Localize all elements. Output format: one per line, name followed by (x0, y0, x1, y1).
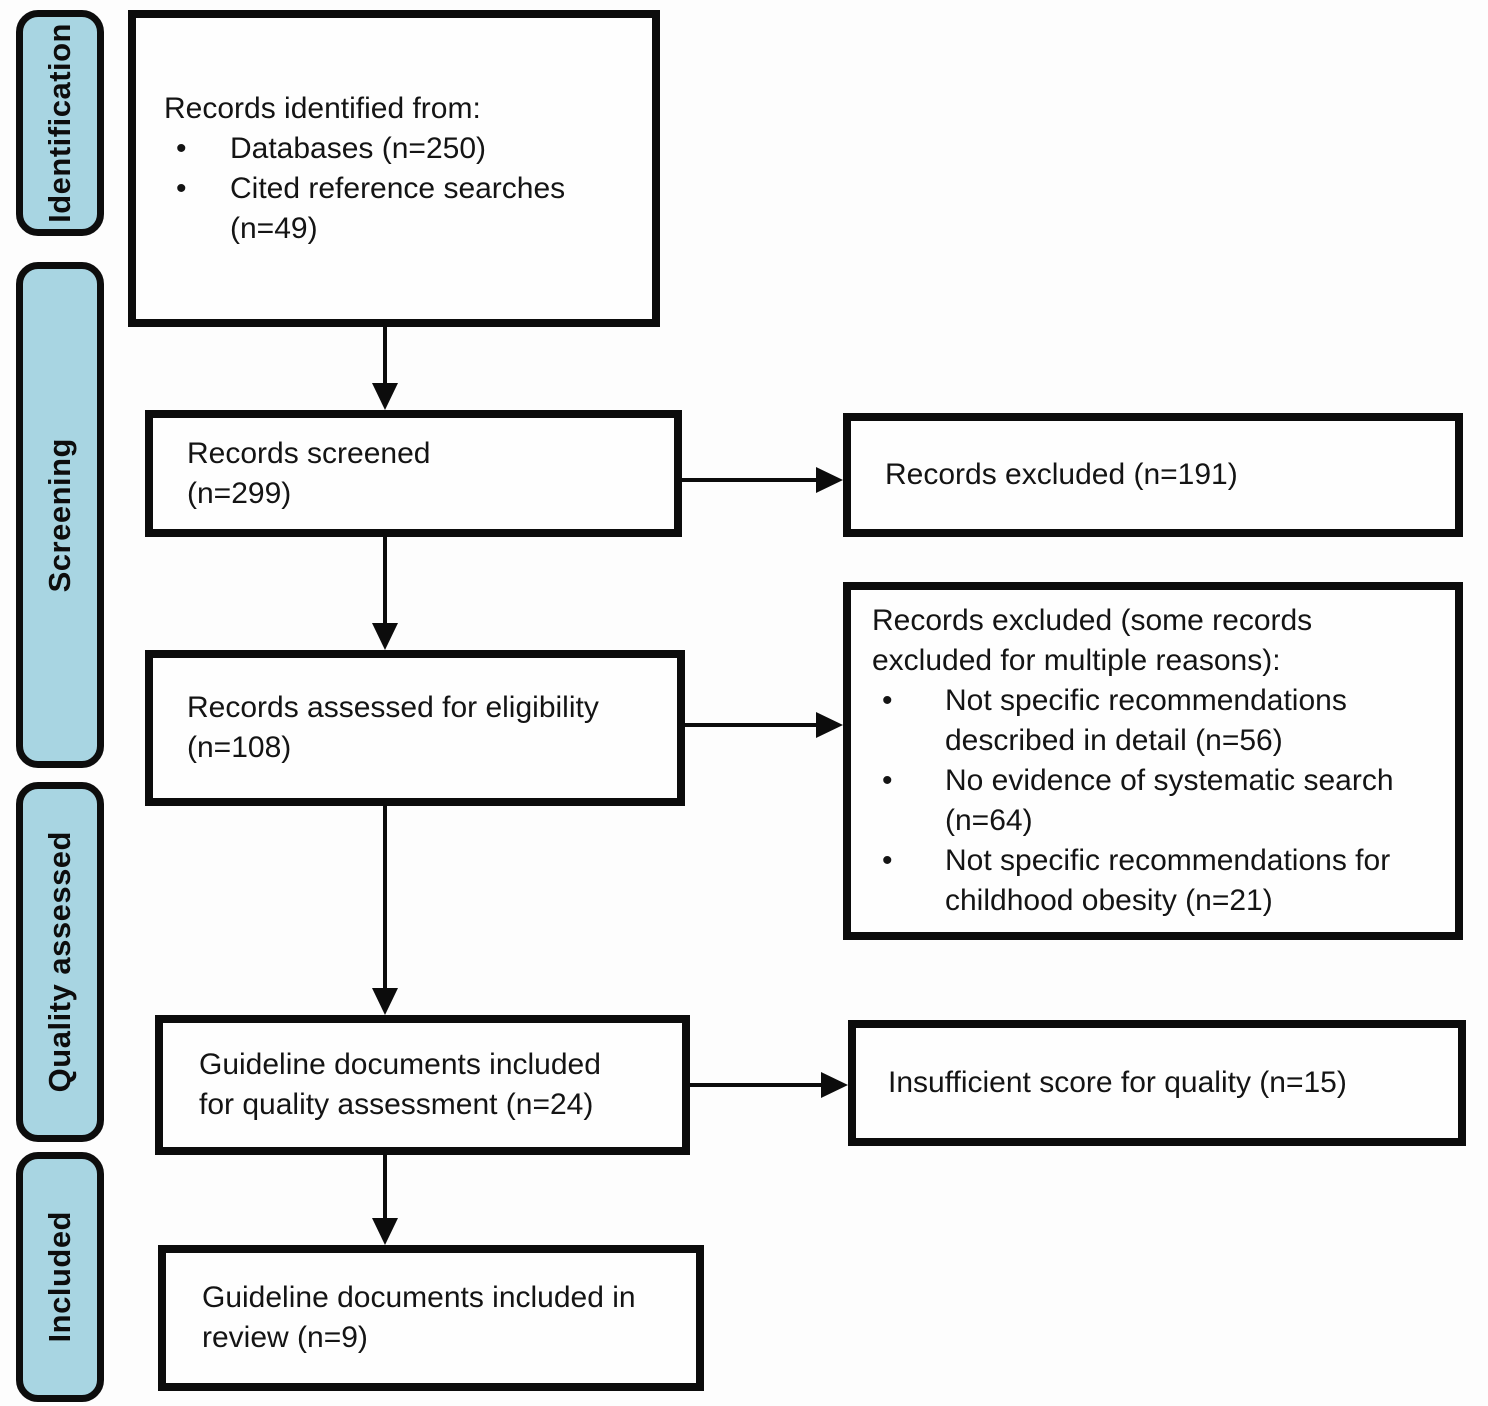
box-records-assessed: Records assessed for eligibility (n=108) (145, 650, 685, 806)
stage-screening: Screening (16, 262, 104, 768)
records-assessed-line2: (n=108) (187, 731, 292, 764)
included-review-line2: review (n=9) (202, 1321, 368, 1354)
stage-quality-assessed-label: Quality assessed (42, 831, 77, 1093)
excluded-bullet-no-systematic-search-text: No evidence of systematic search (n=64) (945, 764, 1394, 837)
box-records-excluded-screening: Records excluded (n=191) (843, 413, 1463, 537)
identified-bullet-cited-refs-text: Cited reference searches (n=49) (230, 171, 566, 245)
arrow-line (682, 478, 818, 482)
included-review-line1: Guideline documents included in (202, 1281, 636, 1314)
identified-bullet-databases: • Databases (n=250) (164, 129, 638, 169)
arrowhead-right-icon (816, 712, 843, 738)
stage-identification-label: Identification (42, 23, 77, 223)
records-excluded-screening-text: Records excluded (n=191) (885, 458, 1238, 491)
box-records-identified: Records identified from: • Databases (n=… (128, 10, 660, 327)
arrowhead-down-icon (372, 988, 398, 1015)
arrow-line (383, 537, 387, 625)
stage-identification: Identification (16, 10, 104, 236)
arrow-line (383, 1155, 387, 1220)
quality-assessment-line1: Guideline documents included (199, 1048, 601, 1081)
arrowhead-down-icon (372, 383, 398, 410)
arrow-line (383, 327, 387, 387)
excluded-bullet-childhood-obesity: • Not specific recommendations for child… (872, 841, 1441, 921)
box-insufficient-score: Insufficient score for quality (n=15) (848, 1020, 1466, 1146)
stage-included-label: Included (42, 1211, 77, 1343)
box-included-review: Guideline documents included in review (… (158, 1245, 704, 1391)
excluded-bullet-not-specific-detail-text: Not specific recommendations described i… (945, 684, 1347, 757)
records-identified-title: Records identified from: (164, 91, 481, 125)
bullet-dot-icon: • (882, 684, 893, 717)
insufficient-score-text: Insufficient score for quality (n=15) (888, 1066, 1347, 1099)
arrow-line (383, 806, 387, 990)
stage-screening-label: Screening (42, 437, 77, 593)
bullet-dot-icon: • (882, 844, 893, 877)
arrowhead-right-icon (821, 1072, 848, 1098)
arrow-line (690, 1083, 823, 1087)
records-screened-line2: (n=299) (187, 476, 292, 510)
arrow-line (685, 723, 818, 727)
stage-quality-assessed: Quality assessed (16, 782, 104, 1142)
bullet-dot-icon: • (882, 764, 893, 797)
arrowhead-down-icon (372, 623, 398, 650)
excluded-bullet-no-systematic-search: • No evidence of systematic search (n=64… (872, 761, 1441, 841)
excluded-eligibility-title-line2: excluded for multiple reasons): (872, 644, 1281, 677)
bullet-dot-icon: • (176, 131, 187, 165)
arrowhead-down-icon (372, 1218, 398, 1245)
identified-bullet-cited-refs: • Cited reference searches (n=49) (164, 169, 638, 249)
identified-bullet-databases-text: Databases (n=250) (230, 131, 486, 165)
records-screened-line1: Records screened (187, 436, 431, 470)
quality-assessment-line2: for quality assessment (n=24) (199, 1088, 594, 1121)
excluded-bullet-not-specific-detail: • Not specific recommendations described… (872, 681, 1441, 761)
excluded-eligibility-title-line1: Records excluded (some records (872, 604, 1313, 637)
excluded-bullet-childhood-obesity-text: Not specific recommendations for childho… (945, 844, 1391, 917)
records-assessed-line1: Records assessed for eligibility (187, 691, 599, 724)
bullet-dot-icon: • (176, 171, 187, 205)
box-records-screened: Records screened (n=299) (145, 410, 682, 537)
box-records-excluded-eligibility: Records excluded (some records excluded … (843, 582, 1463, 940)
stage-included: Included (16, 1152, 104, 1402)
arrowhead-right-icon (816, 467, 843, 493)
box-quality-assessment: Guideline documents included for quality… (155, 1015, 690, 1155)
